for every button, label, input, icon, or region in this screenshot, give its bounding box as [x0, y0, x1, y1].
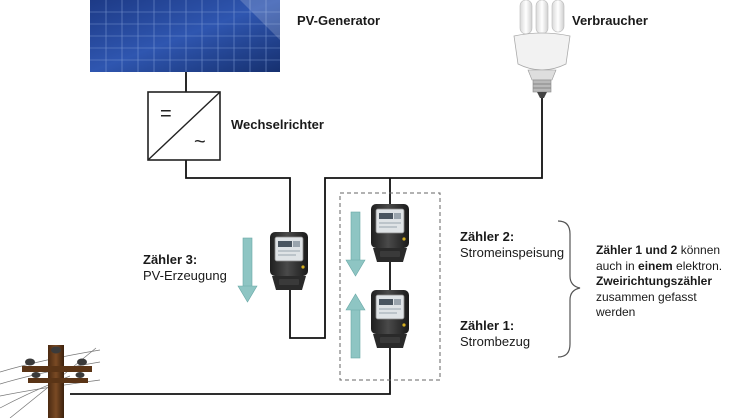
curly-brace	[557, 220, 581, 358]
meter2-title: Zähler 2:	[460, 229, 515, 244]
electricity-meter-icon	[370, 289, 410, 349]
note-part3: einem	[638, 258, 673, 273]
meter1-title: Zähler 1:	[460, 318, 515, 333]
wire-bulb-to-bus	[390, 98, 543, 179]
solar-panel-icon	[90, 0, 280, 72]
note-part1: Zähler 1 und 2	[596, 243, 678, 257]
pv-generator-label: PV-Generator	[297, 13, 381, 28]
inverter-dc-symbol: =	[160, 103, 172, 125]
dashed-meter-group-box	[339, 192, 441, 381]
wire-inverter-to-meter3	[185, 160, 291, 232]
inverter-ac-symbol: ~	[194, 131, 206, 153]
arrow-down-meter2-icon	[345, 211, 366, 277]
wire-meter1-to-grid	[70, 348, 391, 395]
note-part5: Zweirichtungszähler	[596, 274, 713, 288]
note-part2: können auch in	[596, 243, 721, 273]
arrow-up-meter1-icon	[345, 293, 366, 359]
note-part4: elektron.	[672, 258, 723, 273]
electricity-meter-icon	[370, 203, 410, 263]
meter2-subtitle: Stromeinspeisung	[460, 245, 565, 260]
meter3-title: Zähler 3:	[143, 252, 198, 267]
note-part6: zusammen gefasst werden	[596, 289, 697, 320]
consumer-label: Verbraucher	[572, 13, 648, 28]
meter1-subtitle: Strombezug	[460, 334, 531, 349]
bidirectional-meter-note: Zähler 1 und 2 können auch in einem elek…	[596, 243, 730, 321]
wiring	[70, 72, 543, 395]
electricity-meter-icon	[269, 231, 309, 291]
wire-meter3-to-bus	[289, 177, 390, 339]
arrow-down-meter3-icon	[237, 237, 258, 303]
inverter-icon: = ~	[147, 91, 221, 161]
meter3-subtitle: PV-Erzeugung	[143, 268, 227, 283]
inverter-label: Wechselrichter	[231, 117, 324, 132]
utility-pole-icon	[0, 345, 101, 418]
energy-saving-bulb-icon	[513, 0, 571, 98]
